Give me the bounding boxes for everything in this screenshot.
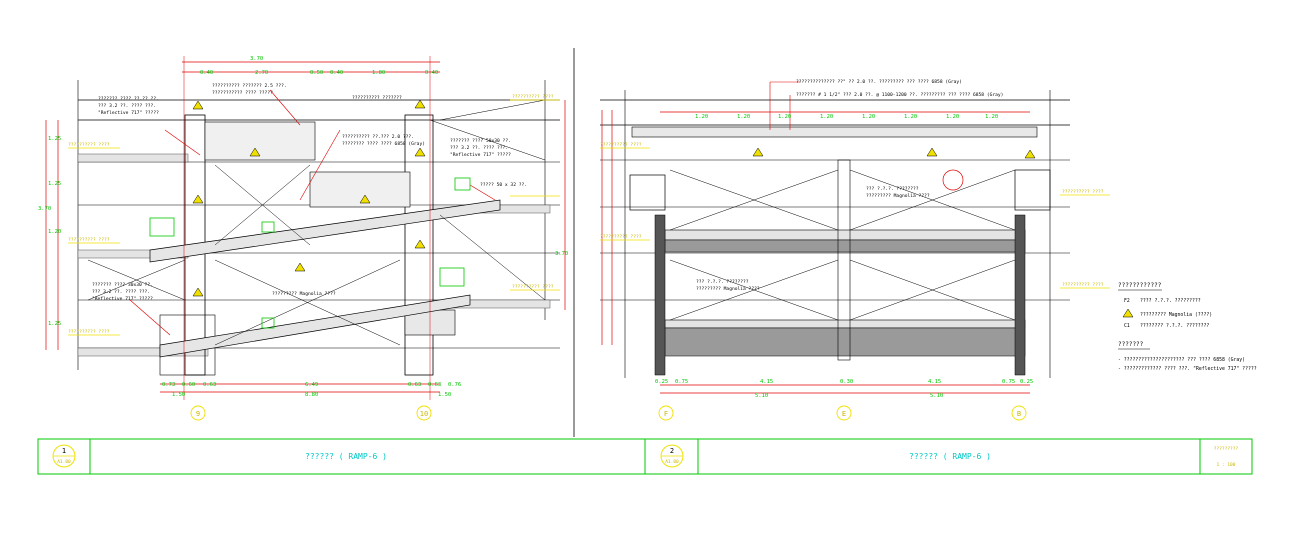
- left-bottom-dim-3: 0.63: [203, 382, 216, 388]
- left-height-dim-4: 1.20: [48, 229, 61, 235]
- left-note-2: ??? 3.2 ??. ???? ???.: [98, 103, 156, 109]
- left-section: 3.70 0.40 2.70 0.50 0.40 1.80 0.40 0.73 …: [38, 56, 568, 421]
- legend-notes-title: ???????: [1118, 341, 1144, 348]
- right-note-2: ??????? # 1 1/2" ??? 2.0 ??. @ 1100-1200…: [796, 92, 1003, 98]
- right-section: 1.20 1.20 1.20 1.20 1.20 1.20 1.20 1.20 …: [600, 79, 1110, 421]
- left-bottom-dim-2: 0.60: [182, 382, 195, 388]
- left-top-dim-5: 0.40: [330, 70, 343, 76]
- scale-title: ?????????: [1214, 446, 1239, 452]
- right-note-3: ??? ?.?.?. ????????: [866, 186, 919, 192]
- left-note-7: ?????????? ??.??? 2.0 ???.: [342, 134, 414, 140]
- left-section-ref: A1.00: [57, 459, 71, 465]
- left-note-12: ????? 50 x 32 ??.: [480, 182, 527, 188]
- left-height-dim-3: 3.70: [38, 206, 51, 212]
- left-level-4: ?????????? ????: [512, 94, 554, 100]
- right-level-1: ?????????? ????: [600, 142, 642, 148]
- left-section-title: ?????? ( RAMP-6 ): [305, 452, 387, 461]
- right-grid-f: F: [664, 410, 668, 418]
- right-bottom-dim-7: 0.25: [1020, 379, 1033, 385]
- left-bottom-dim-5: 0.63: [408, 382, 421, 388]
- left-note-10: ??? 3.2 ??. ???? ???.: [450, 145, 508, 151]
- left-note-15: "Reflective 717" ?????: [92, 296, 153, 302]
- legend-title: ????????????: [1118, 282, 1162, 289]
- left-note-14: ??? 3.2 ??. ???? ???.: [92, 289, 150, 295]
- right-top-dim-4: 1.20: [820, 114, 833, 120]
- right-bottom-dim-1: 0.25: [655, 379, 668, 385]
- left-bottom-dim-4: 6.49: [305, 382, 318, 388]
- left-bottom-dim-1: 0.73: [162, 382, 175, 388]
- left-top-dim-7: 0.40: [425, 70, 438, 76]
- left-grid-9: 9: [196, 410, 200, 418]
- left-top-dim-1: 3.70: [250, 56, 263, 62]
- legend-code-c1: C1: [1124, 323, 1130, 329]
- legend-code-f2: F2: [1124, 298, 1130, 304]
- legend-item-1: ???? ?.?.?. ?????????: [1140, 298, 1201, 304]
- left-top-dim-4: 0.50: [310, 70, 323, 76]
- left-bottom-dim-8: 1.50: [172, 392, 185, 398]
- left-note-3: "Reflective 717" ?????: [98, 110, 159, 116]
- legend-note-1: - ????????????????????? ??? ???? 6858 (G…: [1118, 357, 1245, 363]
- right-bottom-dim-2: 0.75: [675, 379, 688, 385]
- right-note-4: ????????? Magnolia ????: [866, 193, 930, 199]
- left-top-dim-2: 0.40: [200, 70, 213, 76]
- left-bottom-dim-10: 1.50: [438, 392, 451, 398]
- left-note-6: ?????????? ???????: [352, 95, 402, 101]
- left-bottom-dim-7: 0.76: [448, 382, 461, 388]
- left-bottom-dim-6: 0.63: [428, 382, 441, 388]
- left-note-9: ??????? ???? 50x30 ??.: [450, 138, 511, 144]
- right-section-ref: A1.00: [665, 459, 679, 465]
- right-note-1: ?????????????? ??" ?? 2.0 ??. ????????? …: [796, 79, 962, 85]
- right-top-dim-6: 1.20: [904, 114, 917, 120]
- legend-note-2: - ????????????? ???? ???. "Reflective 71…: [1118, 366, 1257, 372]
- left-top-dim-6: 1.80: [372, 70, 385, 76]
- left-note-11: "Reflective 717" ?????: [450, 152, 511, 158]
- right-bottom-dim-3: 4.15: [760, 379, 773, 385]
- left-note-1: ??????? ???? ??.?? ??.: [98, 96, 159, 102]
- title-strip: 1 A1.00 ?????? ( RAMP-6 ) 2 A1.00 ??????…: [37, 438, 1253, 475]
- right-level-4: ?????????? ????: [1062, 282, 1104, 288]
- left-height-dim-2: 1.25: [48, 181, 61, 187]
- left-height-dim-5: 1.25: [48, 321, 61, 327]
- left-note-16: ????????? Magnolia ????: [272, 291, 336, 297]
- right-note-6: ????????? Magnolia ????: [696, 286, 760, 292]
- right-bottom-dim-4: 0.30: [840, 379, 853, 385]
- legend: ???????????? F2 ???? ?.?.?. ????????? ??…: [1118, 282, 1257, 372]
- scale-value: 1 : 100: [1217, 462, 1236, 468]
- right-section-number: 2: [670, 447, 674, 455]
- left-level-3: ?????????? ????: [68, 329, 110, 335]
- right-top-dim-7: 1.20: [946, 114, 959, 120]
- left-top-dim-3: 2.70: [255, 70, 268, 76]
- left-height-dim-1: 1.25: [48, 136, 61, 142]
- right-grid-e: E: [842, 410, 846, 418]
- left-section-number: 1: [62, 447, 66, 455]
- left-note-8: ???????? ???? ???? 6858 (Gray): [342, 141, 425, 147]
- left-height-dim-6: 3.70: [555, 251, 568, 257]
- right-top-dim-3: 1.20: [778, 114, 791, 120]
- left-level-5: ?????????? ????: [512, 284, 554, 290]
- right-top-dim-1: 1.20: [695, 114, 708, 120]
- legend-triangle-icon: [1122, 308, 1134, 318]
- right-note-5: ??? ?.?.?. ????????: [696, 279, 749, 285]
- right-section-title: ?????? ( RAMP-6 ): [909, 452, 991, 461]
- left-bottom-dim-9: 8.80: [305, 392, 318, 398]
- right-level-3: ?????????? ????: [1062, 189, 1104, 195]
- right-top-dim-8: 1.20: [985, 114, 998, 120]
- right-top-dim-5: 1.20: [862, 114, 875, 120]
- left-grid-10: 10: [420, 410, 428, 418]
- left-note-4: ?????????? ??????? 2.5 ???.: [212, 83, 287, 89]
- legend-item-2: ????????? Magnolia (????): [1140, 312, 1212, 318]
- right-bottom-dim-8: 5.10: [755, 393, 768, 399]
- left-note-13: ??????? ???? 30x30 ??.: [92, 282, 153, 288]
- right-bottom-dim-9: 5.10: [930, 393, 943, 399]
- right-bottom-dim-5: 4.15: [928, 379, 941, 385]
- right-bottom-dim-6: 0.75: [1002, 379, 1015, 385]
- left-level-1: ?????????? ????: [68, 142, 110, 148]
- left-note-5: ??????????? ???? ?????: [212, 90, 273, 96]
- right-top-dim-2: 1.20: [737, 114, 750, 120]
- legend-item-3: ???????? ?.?.?. ????????: [1140, 323, 1209, 329]
- left-level-2: ?????????? ????: [68, 237, 110, 243]
- right-level-2: ?????????? ????: [600, 234, 642, 240]
- right-grid-b: B: [1017, 410, 1021, 418]
